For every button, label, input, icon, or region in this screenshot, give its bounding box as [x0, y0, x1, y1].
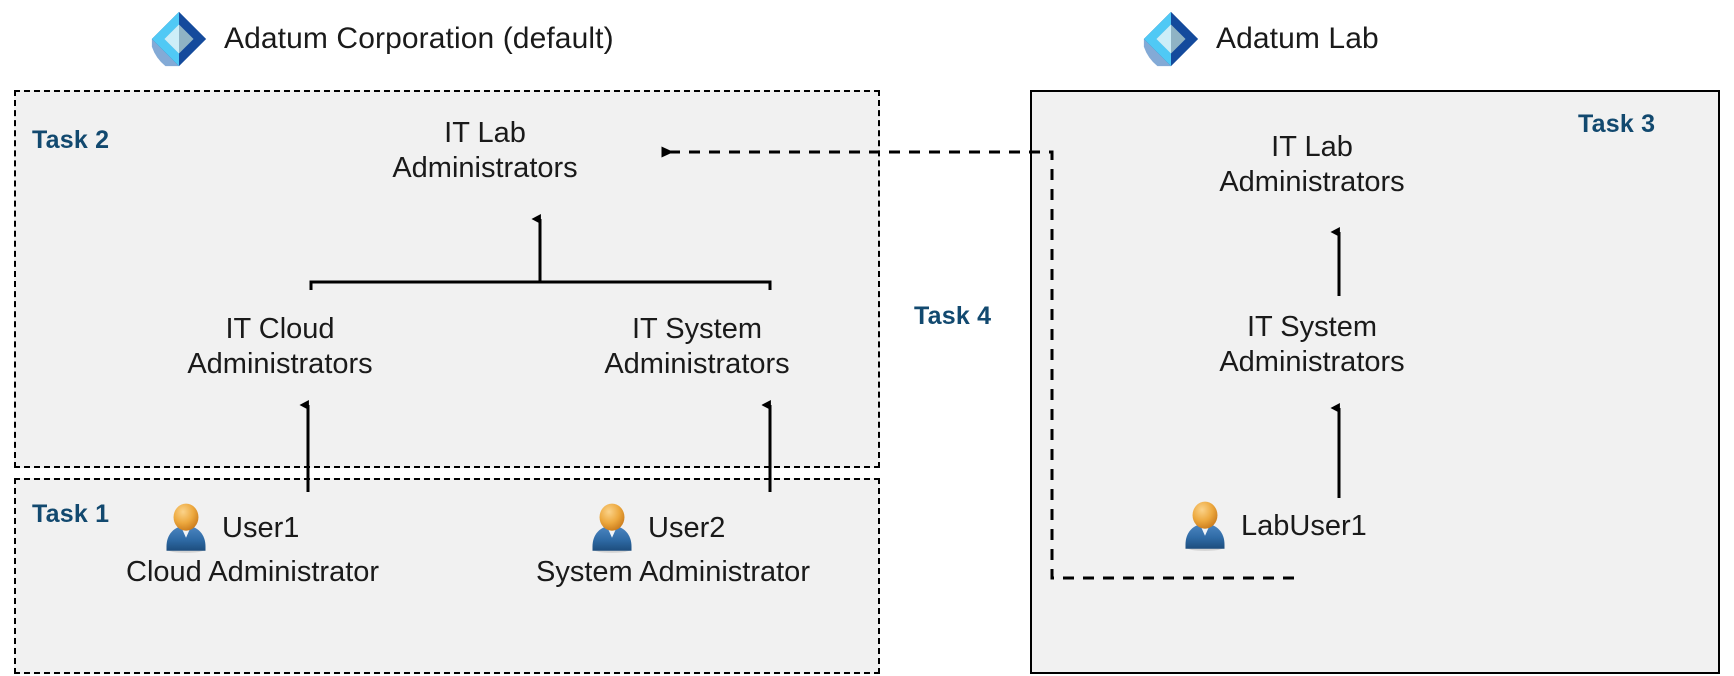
user-node-labuser1: LabUser1: [1179, 500, 1367, 552]
user-role: Cloud Administrator: [126, 556, 380, 588]
group-label-line1: IT Cloud: [225, 313, 335, 345]
task1-label: Task 1: [32, 500, 110, 528]
user-name: User2: [648, 511, 726, 544]
user-icon: [1185, 501, 1225, 551]
group-label-line1: IT System: [632, 313, 762, 345]
user-icon: [592, 503, 632, 553]
task3-label: Task 3: [1578, 110, 1656, 138]
tenant-name-right: Adatum Lab: [1216, 22, 1379, 55]
user-role: System Administrator: [536, 556, 810, 588]
task4-label: Task 4: [914, 302, 992, 330]
azure-ad-diamond-icon: [1143, 11, 1199, 67]
tenant-header-adatum-lab: Adatum Lab: [1140, 8, 1379, 70]
group-label-line2: Administrators: [604, 348, 790, 381]
user-node-user2: User2 System Administrator: [536, 502, 810, 589]
group-label-line1: IT Lab: [444, 117, 526, 149]
tenant-name-left: Adatum Corporation (default): [224, 22, 614, 55]
group-node-it-system-administrators-lab: IT System Administrators: [1197, 310, 1427, 381]
group-label-line2: Administrators: [187, 348, 373, 381]
group-label-line2: Administrators: [1219, 346, 1405, 379]
group-node-it-lab-administrators-lab: IT Lab Administrators: [1197, 130, 1427, 201]
azure-ad-diamond-icon: [151, 11, 207, 67]
group-node-it-system-administrators: IT System Administrators: [582, 312, 812, 383]
group-label-line1: IT System: [1247, 311, 1377, 343]
group-label-line2: Administrators: [392, 152, 578, 185]
task2-label: Task 2: [32, 126, 110, 154]
group-node-it-cloud-administrators: IT Cloud Administrators: [165, 312, 395, 383]
user-icon: [166, 503, 206, 553]
tenant-header-adatum-corporation: Adatum Corporation (default): [148, 8, 614, 70]
user-name: LabUser1: [1241, 509, 1367, 542]
user-name: User1: [222, 511, 300, 544]
group-label-line2: Administrators: [1219, 166, 1405, 199]
group-label-line1: IT Lab: [1271, 131, 1353, 163]
user-node-user1: User1 Cloud Administrator: [126, 502, 379, 589]
group-node-it-lab-administrators-corp: IT Lab Administrators: [370, 116, 600, 187]
